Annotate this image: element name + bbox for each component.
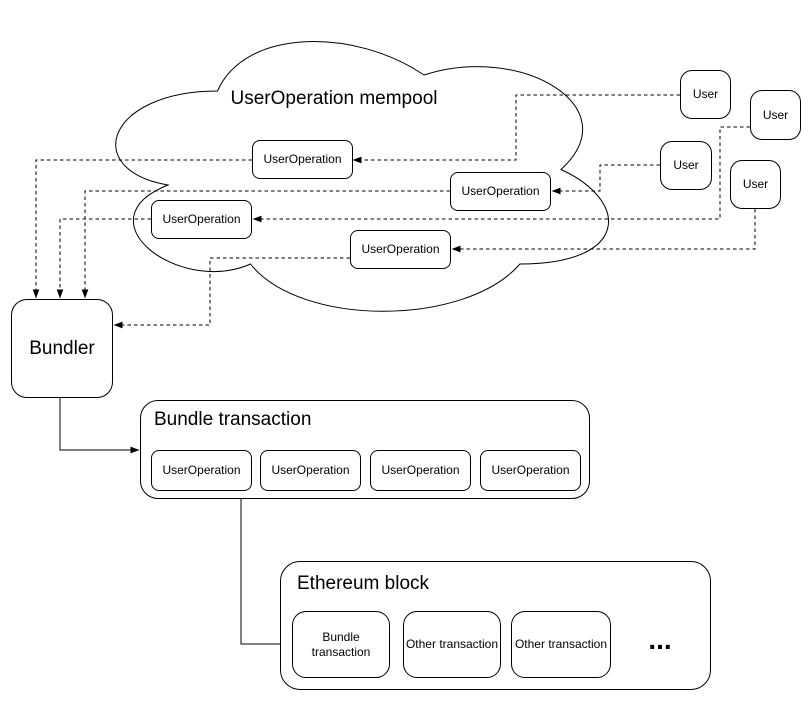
edge-user-4-to-userop-4 — [451, 209, 756, 253]
edge-userop-3-to-bundler — [81, 190, 450, 299]
edge-bundle-transaction-to-ethereum-block — [240, 499, 292, 648]
ethereum-tx-other-1-label: Other transaction — [405, 637, 499, 651]
edge-userop-1-to-bundler — [32, 159, 252, 299]
bundle-userop-2-label: UserOperation — [271, 463, 350, 477]
mempool-userop-1-label: UserOperation — [263, 152, 342, 166]
user-node-2-label: User — [762, 107, 789, 122]
bundle-userop-3: UserOperation — [370, 450, 471, 491]
mempool-userop-3: UserOperation — [450, 172, 551, 211]
ethereum-block-title: Ethereum block — [297, 573, 430, 594]
bundle-transaction-title: Bundle transaction — [154, 409, 312, 430]
bundle-userop-3-label: UserOperation — [381, 463, 460, 477]
mempool-userop-4-label: UserOperation — [361, 242, 440, 256]
mempool-userop-2-label: UserOperation — [162, 212, 241, 226]
edge-user-1-to-userop-1 — [352, 94, 680, 164]
bundler-node: Bundler — [11, 299, 113, 398]
mempool-userop-4: UserOperation — [350, 230, 451, 269]
user-node-3-label: User — [673, 158, 699, 172]
user-node-2: User — [750, 90, 801, 140]
mempool-cloud — [115, 41, 610, 312]
bundle-userop-1: UserOperation — [151, 450, 252, 491]
bundler-label: Bundler — [29, 338, 95, 359]
ethereum-tx-other-2: Other transaction — [511, 611, 611, 678]
mempool-title: UserOperation mempool — [230, 88, 438, 109]
mempool-userop-1: UserOperation — [252, 140, 353, 179]
mempool-userop-3-label: UserOperation — [461, 184, 540, 198]
user-node-1-label: User — [692, 87, 719, 101]
user-node-1: User — [680, 70, 731, 119]
mempool-userop-2: UserOperation — [151, 200, 252, 239]
user-node-3: User — [660, 141, 712, 190]
ethereum-tx-other-2-label: Other transaction — [514, 637, 608, 651]
bundle-userop-4-label: UserOperation — [491, 463, 570, 477]
edge-userop-2-to-bundler — [56, 218, 151, 299]
user-node-4: User — [730, 160, 781, 209]
edge-user-2-to-userop-2 — [252, 126, 750, 223]
bundle-userop-4: UserOperation — [480, 450, 581, 491]
ethereum-tx-bundle: Bundle transaction — [292, 611, 390, 678]
more-transactions-ellipsis: ... — [648, 624, 672, 655]
edge-userop-4-to-bundler — [113, 257, 350, 329]
edge-bundler-to-bundle-transaction — [59, 398, 140, 454]
ethereum-tx-other-1: Other transaction — [403, 611, 501, 678]
bundle-userop-2: UserOperation — [260, 450, 361, 491]
bundle-userop-1-label: UserOperation — [162, 463, 241, 477]
user-node-4-label: User — [742, 177, 769, 191]
edge-user-3-to-userop-3 — [551, 164, 660, 195]
ethereum-tx-bundle-label: Bundle transaction — [311, 629, 371, 659]
